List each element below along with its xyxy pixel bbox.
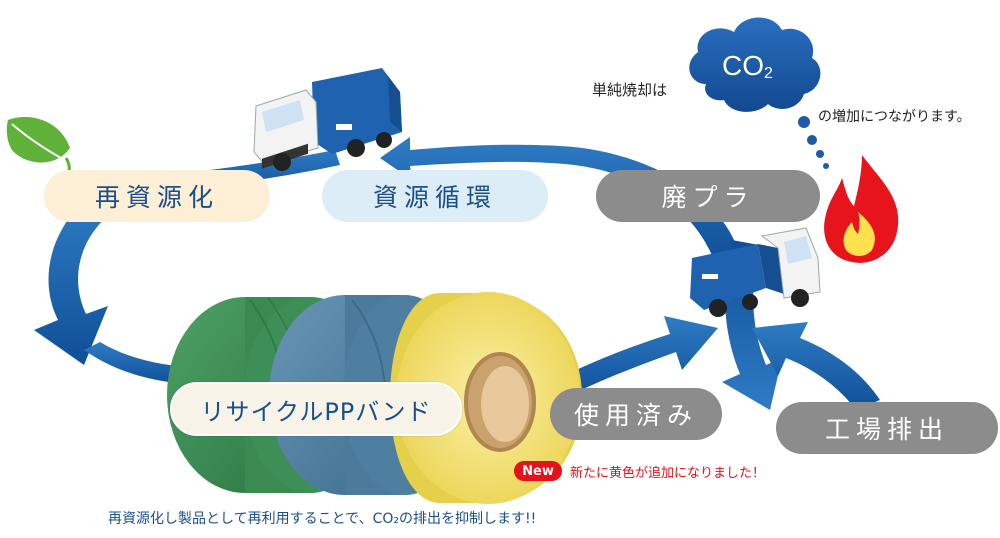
- garbage-truck-icon: [690, 227, 821, 317]
- co2-note-prefix: 単純焼却は: [592, 81, 668, 99]
- band-roll-yellow: [390, 292, 582, 504]
- resource-cycle-label: 資源循環: [322, 170, 548, 222]
- used-label: 使用済み: [550, 388, 722, 440]
- cycle-arrow-factory: [752, 322, 880, 410]
- co2-subscript: 2: [764, 65, 773, 82]
- new-notice-text: 新たに黄色が追加になりました！: [570, 466, 766, 481]
- co2-cloud-text: CO2: [722, 50, 773, 83]
- leaf-icon: [6, 117, 71, 177]
- factory-waste-label: 工場排出: [776, 402, 998, 454]
- co2-cloud-icon: [689, 17, 829, 169]
- garbage-truck-icon: [253, 68, 402, 171]
- flame-icon: [824, 155, 899, 263]
- cycle-arrow-used: [552, 316, 718, 400]
- product-label: リサイクルPPバンド: [170, 382, 462, 436]
- waste-plastic-label: 廃プラ: [596, 170, 820, 222]
- recycle-label: 再資源化: [44, 170, 270, 222]
- new-badge: New: [514, 461, 562, 481]
- co2-note-suffix: の増加につながります。: [818, 109, 971, 125]
- footer-caption: 再資源化し製品として再利用することで、CO₂の排出を抑制します!!: [108, 511, 537, 527]
- co2-main: CO: [722, 50, 764, 81]
